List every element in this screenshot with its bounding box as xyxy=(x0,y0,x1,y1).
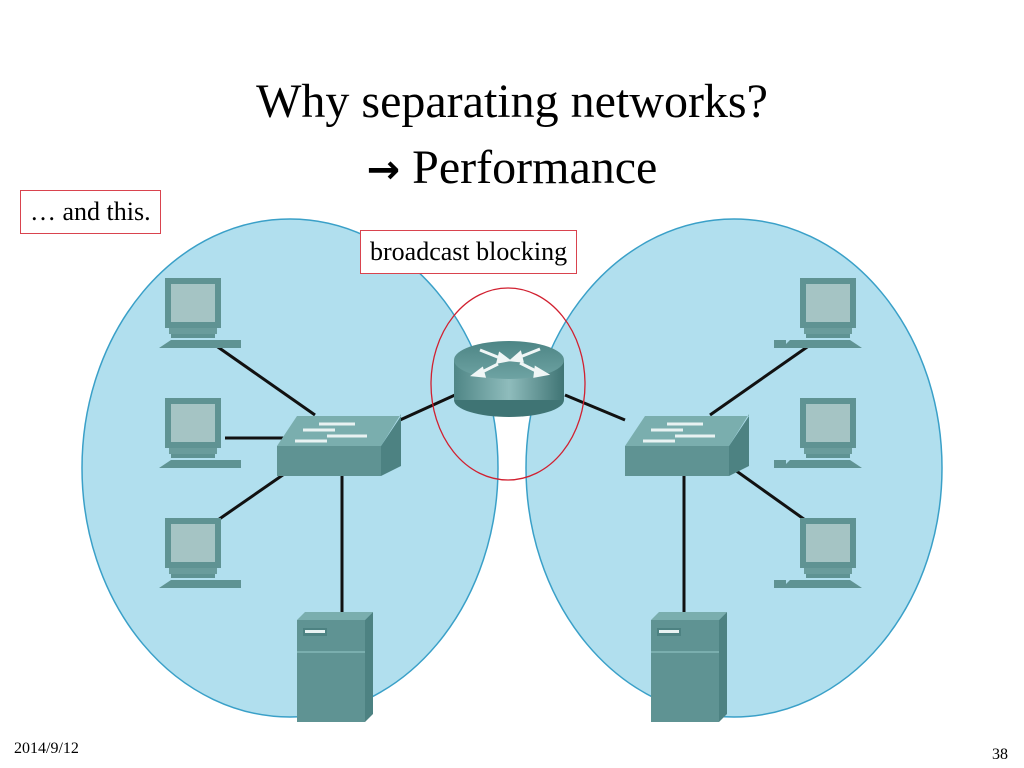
router-highlight xyxy=(430,287,586,481)
page-number: 38 xyxy=(992,746,1008,763)
server-icon xyxy=(650,611,728,723)
slide-title: Why separating networks? xyxy=(256,75,768,128)
arrow-icon: → xyxy=(366,147,401,193)
link-pc1-switch xyxy=(709,343,811,417)
switch-icon xyxy=(275,412,403,478)
link-switch-router xyxy=(399,393,456,422)
callout-broadcast-blocking: broadcast blocking xyxy=(360,230,578,274)
right-links xyxy=(564,343,811,615)
footer-date: 2014/9/12 xyxy=(14,740,79,757)
left-links xyxy=(214,343,456,615)
server-icon xyxy=(296,611,374,723)
link-router-switch xyxy=(564,393,626,422)
subtitle-text: Performance xyxy=(412,141,658,194)
switch-icon xyxy=(623,412,751,478)
link-pc3-switch xyxy=(214,468,291,524)
slide-subtitle: → Performance xyxy=(0,140,1024,198)
link-pc1-switch xyxy=(214,343,316,417)
callout-and-this: … and this. xyxy=(20,190,161,234)
router-icon xyxy=(454,341,564,417)
link-pc3-switch xyxy=(734,468,809,524)
